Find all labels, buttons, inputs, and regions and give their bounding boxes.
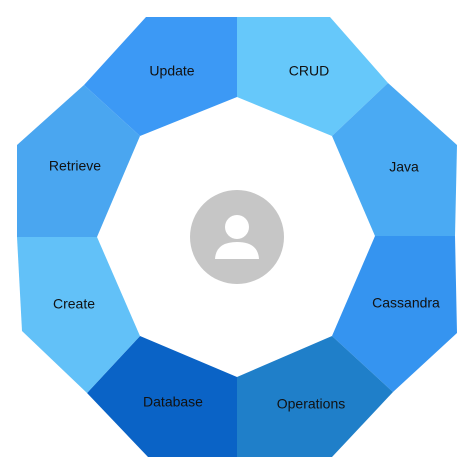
segment-update bbox=[84, 17, 237, 136]
segment-retrieve bbox=[17, 85, 140, 237]
segment-operations bbox=[237, 336, 393, 457]
segment-label-retrieve: Retrieve bbox=[49, 158, 101, 174]
segment-create bbox=[17, 237, 140, 393]
segment-database bbox=[87, 336, 237, 457]
segment-label-java: Java bbox=[389, 159, 419, 175]
segment-label-create: Create bbox=[53, 296, 95, 312]
segment-label-update: Update bbox=[149, 63, 194, 79]
segment-cassandra bbox=[332, 236, 457, 392]
segment-crud bbox=[237, 17, 388, 136]
segment-label-cassandra: Cassandra bbox=[372, 295, 440, 311]
user-icon-head bbox=[225, 215, 249, 239]
user-icon-body bbox=[215, 242, 259, 259]
segment-label-database: Database bbox=[143, 394, 203, 410]
user-icon bbox=[215, 215, 259, 259]
segment-label-crud: CRUD bbox=[289, 63, 329, 79]
segment-java bbox=[332, 83, 457, 236]
segment-label-operations: Operations bbox=[277, 396, 345, 412]
center-avatar bbox=[190, 190, 284, 284]
